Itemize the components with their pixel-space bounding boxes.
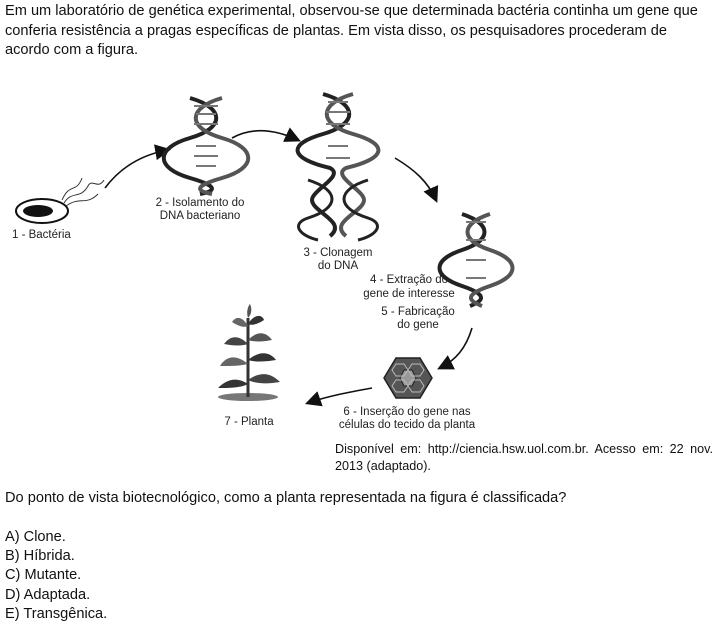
source-citation: Disponível em: http://ciencia.hsw.uol.co…	[335, 442, 713, 473]
label-step-2-line2: DNA bacteriano	[159, 210, 241, 222]
label-step-3-line2: do DNA	[317, 260, 359, 272]
intro-text: Em um laboratório de genética experiment…	[5, 3, 698, 58]
option-e[interactable]: E) Transgênica.	[5, 605, 108, 622]
question-text: Do ponto de vista biotecnológico, como a…	[5, 490, 567, 506]
label-step-1: 1 - Bactéria	[12, 229, 71, 241]
option-b[interactable]: B) Híbrida.	[5, 548, 75, 565]
option-a[interactable]: A) Clone.	[5, 529, 66, 545]
arrow-1-to-2	[104, 144, 172, 189]
label-step-4-line2: gene de interesse	[363, 288, 455, 300]
arrow-6-to-7	[304, 387, 373, 407]
label-step-6-line2: células do tecido da planta	[338, 419, 476, 431]
label-step-2-line1: 2 - Isolamento do	[155, 197, 245, 209]
label-step-6-line1: 6 - Inserção do gene nas	[343, 406, 471, 418]
plant-icon	[218, 304, 280, 401]
arrow-2-to-3	[231, 127, 301, 142]
dna-gene-icon	[437, 212, 515, 308]
arrow-5-to-6	[437, 327, 473, 370]
label-step-5-line1: 5 - Fabricação	[381, 306, 455, 318]
label-step-4-line1: 4 - Extração do	[370, 274, 448, 286]
label-step-7: 7 - Planta	[224, 416, 274, 428]
option-d[interactable]: D) Adaptada.	[5, 586, 91, 603]
label-step-5-line2: do gene	[397, 319, 439, 331]
arrow-3-to-4	[394, 157, 439, 203]
dna-isolated-icon	[161, 96, 251, 196]
answer-options: A) Clone. B) Híbrida. C) Mutante. D) Ada…	[5, 528, 107, 624]
plant-cells-icon	[383, 357, 433, 399]
option-c[interactable]: C) Mutante.	[5, 567, 82, 584]
label-step-3-line1: 3 - Clonagem	[303, 247, 373, 259]
bacterium-icon	[15, 177, 105, 224]
dna-cloning-icon	[295, 92, 381, 242]
